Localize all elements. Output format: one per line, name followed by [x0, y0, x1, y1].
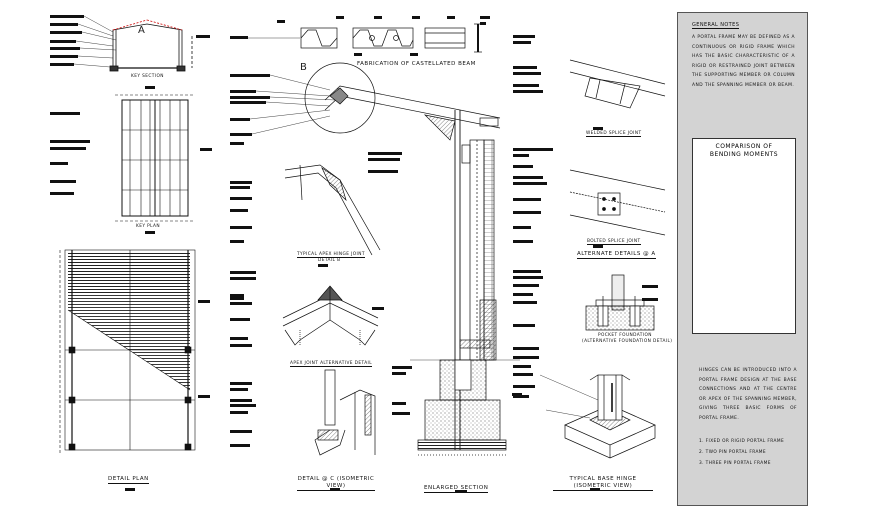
hinges-paragraph: HINGES CAN BE INTRODUCED INTO A PORTAL F…: [699, 368, 797, 421]
notes-list-item-1: 1. FIXED OR RIGID PORTAL FRAME: [699, 439, 785, 444]
caption-typical-apex-sub: DETAIL B: [318, 258, 341, 263]
caption-detail-plan: DETAIL PLAN: [108, 476, 149, 484]
key-section-leaders: [50, 15, 210, 66]
bolted-splice-drawing: [569, 169, 666, 236]
bending-moment-comparison-box: COMPARISON OF BENDING MOMENTS: [692, 138, 796, 334]
notes-paragraph: A PORTAL FRAME MAY BE DEFINED AS A CONTI…: [692, 35, 795, 88]
caption-key-section: KEY SECTION: [131, 74, 164, 79]
alternate-details-drawing: [585, 274, 655, 331]
key-plan-drawing: [115, 94, 195, 222]
caption-fabrication: FABRICATION OF CASTELLATED BEAM: [357, 61, 476, 67]
caption-apex-alternative: APEX JOINT ALTERNATIVE DETAIL: [290, 361, 372, 367]
key-section-drawing: [109, 19, 193, 72]
caption-bolted-splice: BOLTED SPLICE JOINT: [587, 239, 641, 245]
marker-b: B: [300, 62, 307, 73]
detail-c-drawing: [314, 369, 376, 456]
apex-hinge-drawing: [284, 164, 381, 256]
detail-plan-drawing: [59, 249, 196, 455]
notes-list-item-3: 3. THREE PIN PORTAL FRAME: [699, 461, 771, 466]
welded-splice-drawing: [569, 59, 666, 109]
caption-welded-splice: WELDED SPLICE JOINT: [586, 131, 642, 137]
caption-typical-apex: TYPICAL APEX HINGE JOINT: [297, 252, 365, 258]
marker-a: A: [138, 25, 145, 36]
caption-typical-base: TYPICAL BASE HINGE (ISOMETRIC VIEW): [553, 476, 653, 491]
caption-pocket-foundation: POCKET FOUNDATION: [598, 333, 652, 338]
enlarged-section-drawing: [410, 139, 520, 456]
notes-title: GENERAL NOTES: [692, 22, 740, 29]
caption-key-plan: KEY PLAN: [136, 224, 160, 229]
caption-pocket-foundation-sub: (ALTERNATIVE FOUNDATION DETAIL): [582, 339, 673, 344]
castellated-beam-drawing: [230, 23, 482, 53]
caption-enlarged-section: ENLARGED SECTION: [424, 485, 489, 493]
base-hinge-drawing: [564, 374, 656, 459]
comparison-title-line1: COMPARISON OF: [715, 143, 773, 150]
caption-detail-c: DETAIL @ C (ISOMETRIC VIEW): [297, 476, 375, 491]
comparison-title-line2: BENDING MOMENTS: [709, 151, 779, 158]
caption-alternate-details: ALTERNATE DETAILS @ A: [577, 251, 656, 259]
apex-alternative-drawing: [282, 285, 379, 346]
notes-list-item-2: 2. TWO PIN PORTAL FRAME: [699, 450, 767, 455]
